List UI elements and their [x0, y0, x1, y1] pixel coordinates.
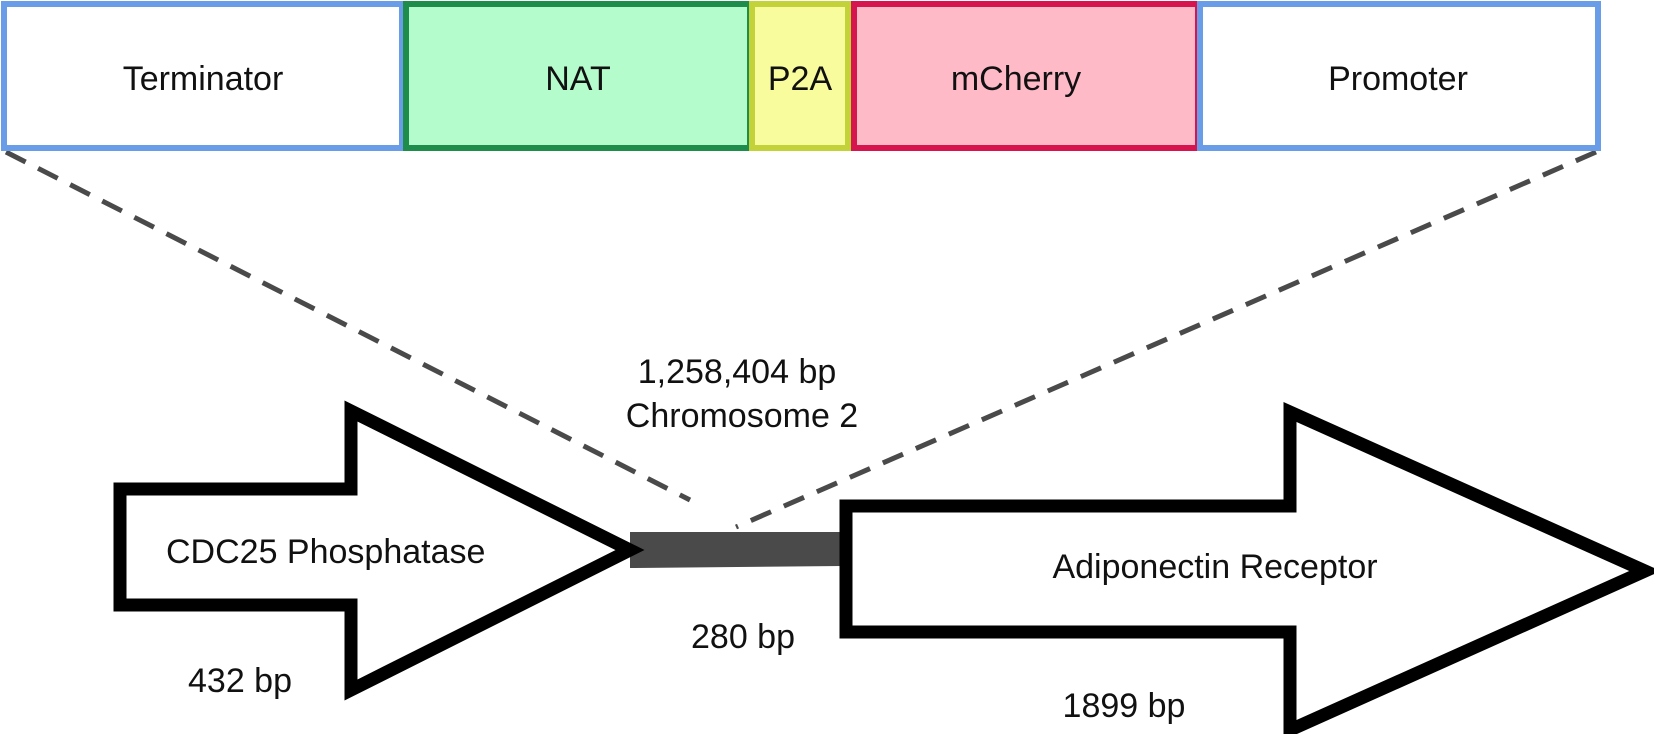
insertion-position-label: 1,258,404 bp: [638, 353, 837, 391]
right-dashed-guide: [735, 149, 1597, 530]
segment-label-promoter: Promoter: [1328, 60, 1468, 98]
adiponectin-length-label: 1899 bp: [1063, 687, 1186, 725]
intergenic-length-label: 280 bp: [691, 618, 795, 656]
left-dashed-guide: [4, 149, 692, 503]
segment-label-p2a: P2A: [768, 60, 833, 98]
cdc25-gene-arrow: [113, 400, 645, 701]
cdc25-gene-label: CDC25 Phosphatase: [166, 533, 485, 571]
segment-label-nat: NAT: [545, 60, 610, 98]
segment-nat: NAT: [403, 1, 753, 151]
adiponectin-gene-arrow: [839, 401, 1654, 734]
segment-p2a: P2A: [749, 1, 851, 151]
intergenic-region: [630, 532, 842, 568]
adiponectin-gene-label: Adiponectin Receptor: [1052, 548, 1377, 586]
segment-mcherry: mCherry: [851, 1, 1201, 151]
cassette: Terminator NAT P2A mCherry Promoter: [1, 1, 1601, 151]
segment-label-terminator: Terminator: [123, 60, 284, 98]
segment-label-mcherry: mCherry: [951, 60, 1081, 98]
segment-terminator: Terminator: [1, 1, 405, 151]
chromosome-label: Chromosome 2: [626, 397, 858, 435]
segment-promoter: Promoter: [1197, 1, 1601, 151]
cdc25-length-label: 432 bp: [188, 662, 292, 700]
